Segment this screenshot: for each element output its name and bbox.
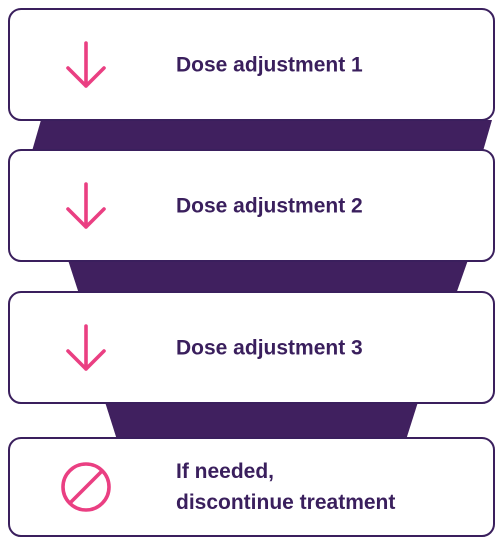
- step-box-4: If needed, discontinue treatment: [8, 437, 495, 537]
- step-box-1: Dose adjustment 1: [8, 8, 495, 121]
- step-box-3: Dose adjustment 3: [8, 291, 495, 404]
- prohibited-icon: [54, 455, 118, 519]
- arrow-down-icon: [54, 174, 118, 238]
- funnel-connector-3: [105, 402, 418, 443]
- step-label-3: Dose adjustment 3: [176, 336, 363, 359]
- arrow-down-icon: [54, 316, 118, 380]
- step-label-4: If needed, discontinue treatment: [176, 460, 396, 514]
- step-label-1: Dose adjustment 1: [176, 53, 363, 76]
- funnel-connector-1: [30, 120, 492, 158]
- step-label-2: Dose adjustment 2: [176, 194, 363, 217]
- step-box-2: Dose adjustment 2: [8, 149, 495, 262]
- funnel-connector-2: [68, 260, 468, 297]
- arrow-down-icon: [54, 33, 118, 97]
